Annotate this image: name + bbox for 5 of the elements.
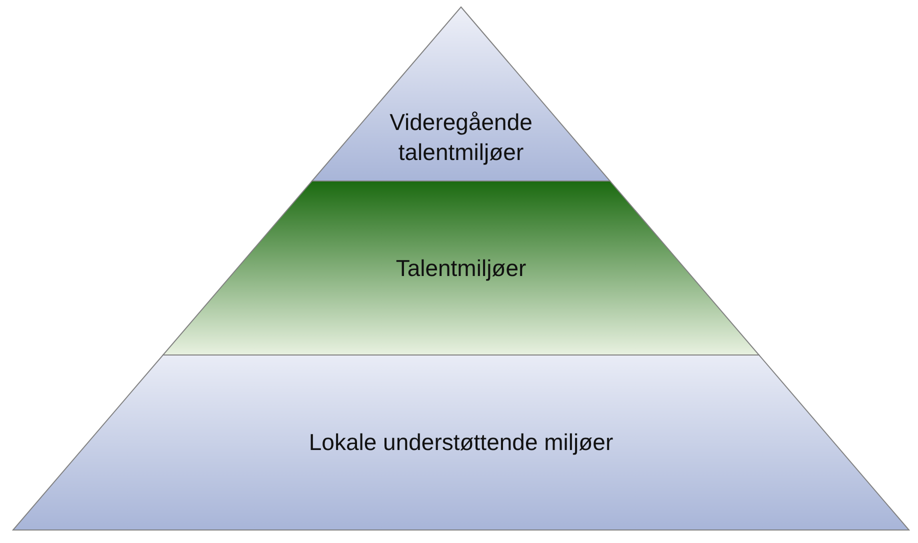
tier-label: Talentmiljøer	[396, 254, 526, 283]
tier-label: Lokale understøttende miljøer	[308, 428, 614, 457]
tier-label: Videregående talentmiljøer	[388, 108, 534, 167]
pyramid-tier	[163, 181, 759, 355]
pyramid-tier	[13, 355, 909, 530]
